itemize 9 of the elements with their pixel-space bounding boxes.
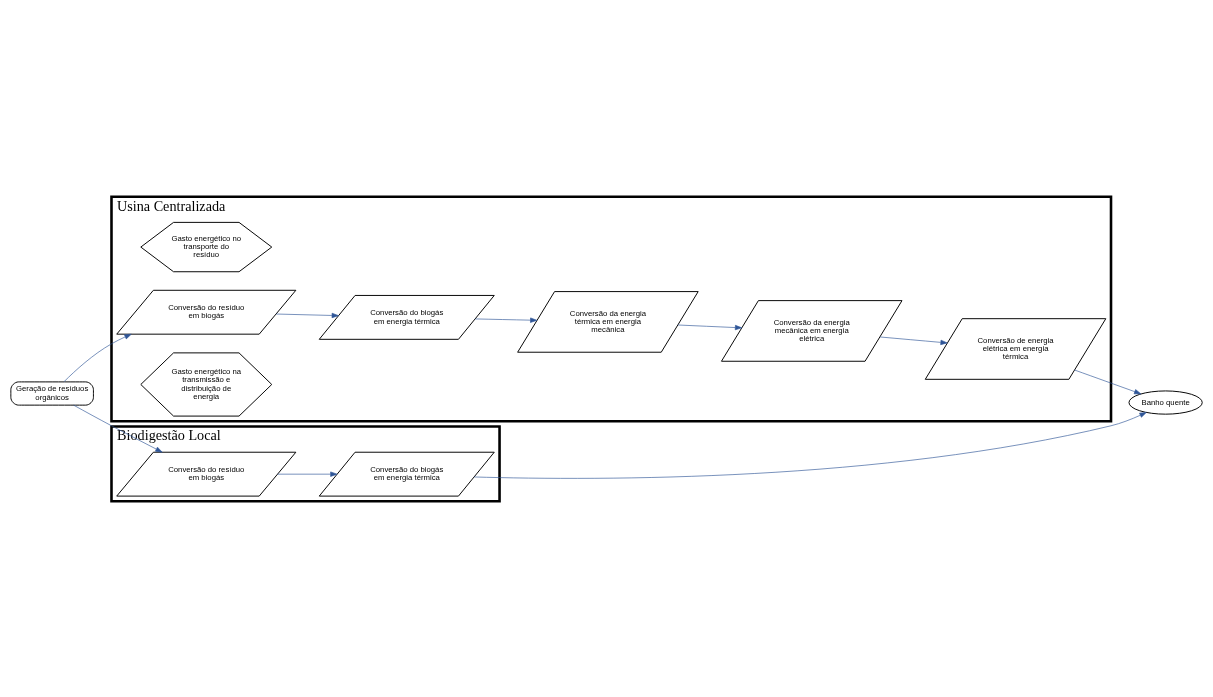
arrow [277,471,338,477]
arrow [677,324,743,330]
arrow [1074,369,1142,394]
arrow [473,411,1147,479]
arrow [63,333,132,382]
arrow [879,336,948,345]
arrow [73,404,163,452]
arrow [276,312,339,318]
arrow [475,317,538,323]
